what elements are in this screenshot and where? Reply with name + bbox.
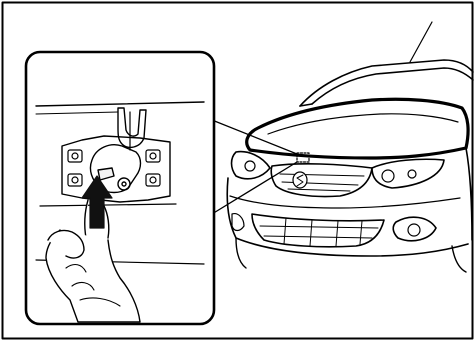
right-headlight-lamp xyxy=(382,170,394,182)
antenna-line xyxy=(410,22,432,62)
front-bumper xyxy=(227,178,468,256)
left-tire xyxy=(236,238,246,268)
right-fender xyxy=(466,148,472,240)
right-headlight-lamp-2 xyxy=(408,170,416,178)
left-headlight-lamp xyxy=(245,161,255,171)
grille-bar-3 xyxy=(288,189,350,191)
left-headlight xyxy=(232,152,271,179)
bumper-upper-line xyxy=(230,196,460,208)
car-front-icon xyxy=(227,22,473,272)
car-hood xyxy=(247,99,468,158)
intake-bar-2 xyxy=(264,236,372,238)
right-fog-lamp xyxy=(408,224,420,236)
hood-crease xyxy=(268,114,458,134)
grille-bar-1 xyxy=(280,174,364,176)
right-tire xyxy=(452,246,466,272)
intake-rib-4 xyxy=(360,221,362,244)
left-fog-lamp-housing xyxy=(232,214,244,231)
right-fog-lamp-housing xyxy=(393,217,436,241)
callout-line-upper xyxy=(212,120,297,154)
intake-rib-2 xyxy=(310,220,312,246)
intake-rib-3 xyxy=(336,221,338,246)
detail-inset xyxy=(26,52,214,324)
lower-air-intake xyxy=(252,214,384,247)
intake-bar-1 xyxy=(260,226,378,228)
intake-rib-1 xyxy=(284,218,286,244)
